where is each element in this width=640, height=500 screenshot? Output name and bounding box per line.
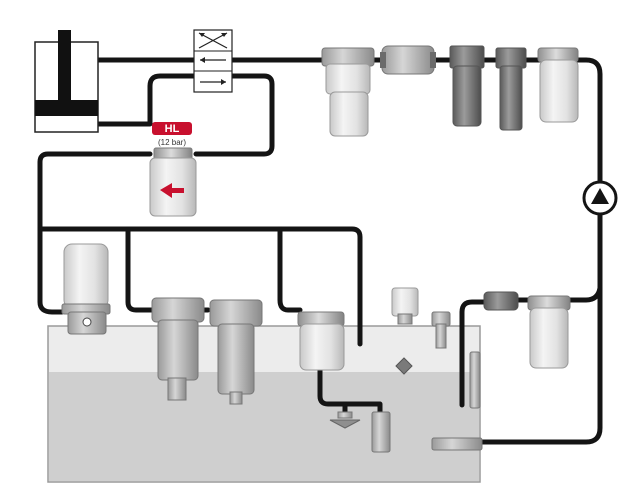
inline-filter	[380, 45, 436, 75]
return-diffuser	[371, 411, 391, 453]
air-breather	[391, 287, 419, 325]
suction-strainer	[329, 411, 361, 429]
offline-filter	[527, 295, 571, 369]
valve-icon	[193, 29, 233, 93]
reservoir-tank	[47, 325, 481, 483]
in-tank-filter-1	[151, 297, 205, 401]
offline-inline-filter	[483, 291, 519, 311]
return-pipe-inlet	[431, 437, 483, 451]
tank-top-filter	[61, 243, 111, 335]
in-tank-filter-3	[297, 311, 345, 371]
cylinder-icon	[34, 30, 99, 133]
hl-filter: HL (12 bar)	[149, 122, 197, 217]
pressure-filter-1	[321, 47, 375, 137]
filler-cap	[431, 311, 451, 349]
hl-filter-pressure: (12 bar)	[158, 138, 186, 147]
pressure-filter-3	[495, 47, 527, 131]
pressure-filter-4	[537, 47, 579, 123]
hl-filter-title: HL	[165, 123, 180, 135]
in-tank-filter-2	[209, 299, 263, 405]
sight-glass	[469, 351, 481, 409]
pipe-network	[37, 57, 603, 445]
arrow-icon	[160, 183, 184, 198]
pressure-filter-2	[449, 45, 485, 127]
level-gauge	[395, 357, 413, 375]
pump-icon	[582, 180, 618, 216]
